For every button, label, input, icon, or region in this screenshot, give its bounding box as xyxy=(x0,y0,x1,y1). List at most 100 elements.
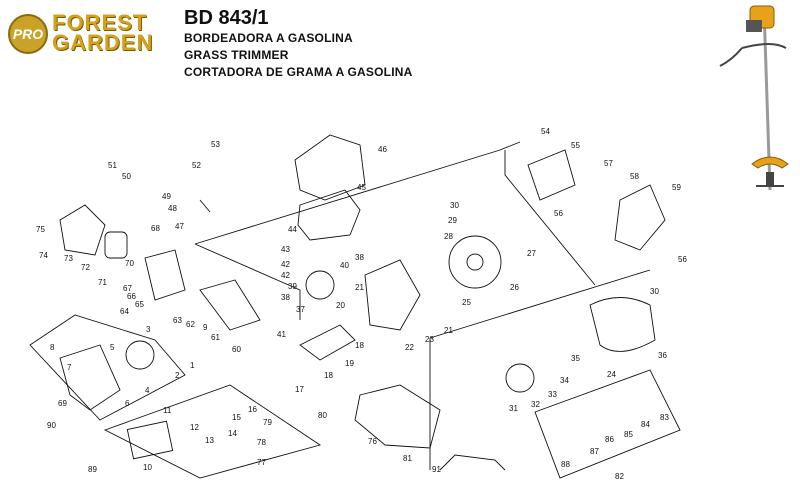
part-label: 89 xyxy=(88,465,97,474)
part-label: 71 xyxy=(98,278,107,287)
grass-trimmer-icon xyxy=(719,5,789,191)
part-label: 17 xyxy=(295,385,304,394)
handle-bar xyxy=(439,454,506,471)
part-label: 42 xyxy=(281,260,290,269)
crankcase xyxy=(364,259,421,331)
brand-logo: PRO FOREST GARDEN xyxy=(4,4,172,56)
part-label: 66 xyxy=(127,292,136,301)
part-label: 29 xyxy=(448,216,457,225)
part-label: 12 xyxy=(190,423,199,432)
part-label: 1 xyxy=(190,361,195,370)
part-label: 80 xyxy=(318,411,327,420)
part-label: 16 xyxy=(248,405,257,414)
brand-name-line1: FOREST xyxy=(52,10,148,35)
part-label: 76 xyxy=(368,437,377,446)
part-label: 74 xyxy=(39,251,48,260)
boundary-clutch-box xyxy=(534,369,681,479)
part-label: 43 xyxy=(281,245,290,254)
part-label: 86 xyxy=(605,435,614,444)
part-label: 50 xyxy=(122,172,131,181)
part-label: 21 xyxy=(355,283,364,292)
boundary-cylinder-group xyxy=(194,243,301,320)
part-label: 77 xyxy=(257,458,266,467)
boundary-right-top xyxy=(504,150,596,286)
part-label: 8 xyxy=(50,343,55,352)
starter-cover xyxy=(59,344,121,411)
part-label: 70 xyxy=(125,259,134,268)
part-label: 6 xyxy=(125,399,130,408)
part-label: 60 xyxy=(232,345,241,354)
air-filter xyxy=(104,231,128,259)
part-label: 84 xyxy=(641,420,650,429)
part-label: 20 xyxy=(336,301,345,310)
flywheel-hub xyxy=(466,253,484,271)
part-label: 23 xyxy=(425,335,434,344)
part-label: 81 xyxy=(403,454,412,463)
part-label: 90 xyxy=(47,421,56,430)
part-label: 41 xyxy=(277,330,286,339)
part-label: 25 xyxy=(462,298,471,307)
pro-badge-icon: PRO xyxy=(8,14,48,54)
part-label: 9 xyxy=(203,323,208,332)
part-label: 15 xyxy=(232,413,241,422)
part-label: 18 xyxy=(324,371,333,380)
part-label: 62 xyxy=(186,320,195,329)
part-label: 22 xyxy=(405,343,414,352)
gasket xyxy=(126,420,174,460)
model-number: BD 843/1 xyxy=(184,7,269,29)
part-label: 14 xyxy=(228,429,237,438)
part-label: 2 xyxy=(175,371,180,380)
part-label: 75 xyxy=(36,225,45,234)
part-label: 40 xyxy=(340,261,349,270)
part-label: 38 xyxy=(355,253,364,262)
boundary-left-box xyxy=(29,314,186,421)
part-label: 48 xyxy=(168,204,177,213)
part-label: 68 xyxy=(151,224,160,233)
flywheel xyxy=(448,235,502,289)
part-label: 88 xyxy=(561,460,570,469)
part-label: 55 xyxy=(571,141,580,150)
part-label: 67 xyxy=(123,284,132,293)
air-filter-cover xyxy=(59,204,106,256)
part-label: 73 xyxy=(64,254,73,263)
part-label: 59 xyxy=(672,183,681,192)
muffler xyxy=(527,149,576,201)
part-label: 56 xyxy=(678,255,687,264)
part-label: 57 xyxy=(604,159,613,168)
badge-text: PRO xyxy=(12,26,44,42)
spark-plug xyxy=(199,199,211,213)
crankshaft xyxy=(299,324,356,361)
part-label: 30 xyxy=(450,201,459,210)
part-label: 85 xyxy=(624,430,633,439)
part-label: 31 xyxy=(509,404,518,413)
part-label: 47 xyxy=(175,222,184,231)
part-label: 45 xyxy=(357,183,366,192)
part-label: 58 xyxy=(630,172,639,181)
part-label: 63 xyxy=(173,316,182,325)
part-label: 18 xyxy=(355,341,364,350)
header: PRO FOREST GARDEN BD 843/1 BORDEADORA A … xyxy=(0,0,800,90)
part-label: 69 xyxy=(58,399,67,408)
part-label: 44 xyxy=(288,225,297,234)
part-label: 11 xyxy=(163,406,172,415)
part-label: 87 xyxy=(590,447,599,456)
part-label: 24 xyxy=(607,370,616,379)
starter-pulley xyxy=(125,340,155,370)
part-label: 30 xyxy=(650,287,659,296)
part-label: 51 xyxy=(108,161,117,170)
part-label: 56 xyxy=(554,209,563,218)
part-label: 27 xyxy=(527,249,536,258)
part-label: 82 xyxy=(615,472,624,481)
part-label: 5 xyxy=(110,343,115,352)
part-label: 72 xyxy=(81,263,90,272)
part-label: 53 xyxy=(211,140,220,149)
part-label: 37 xyxy=(296,305,305,314)
part-labels: 1 2 3 4 5 6 7 8 9 10 11 12 13 14 15 16 1… xyxy=(36,127,687,481)
part-label: 61 xyxy=(211,333,220,342)
title-line-2: GRASS TRIMMER xyxy=(184,48,289,62)
part-label: 49 xyxy=(162,192,171,201)
part-label: 26 xyxy=(510,283,519,292)
brand-name-line2: GARDEN xyxy=(52,30,154,55)
cylinder xyxy=(297,189,361,241)
part-label: 52 xyxy=(192,161,201,170)
